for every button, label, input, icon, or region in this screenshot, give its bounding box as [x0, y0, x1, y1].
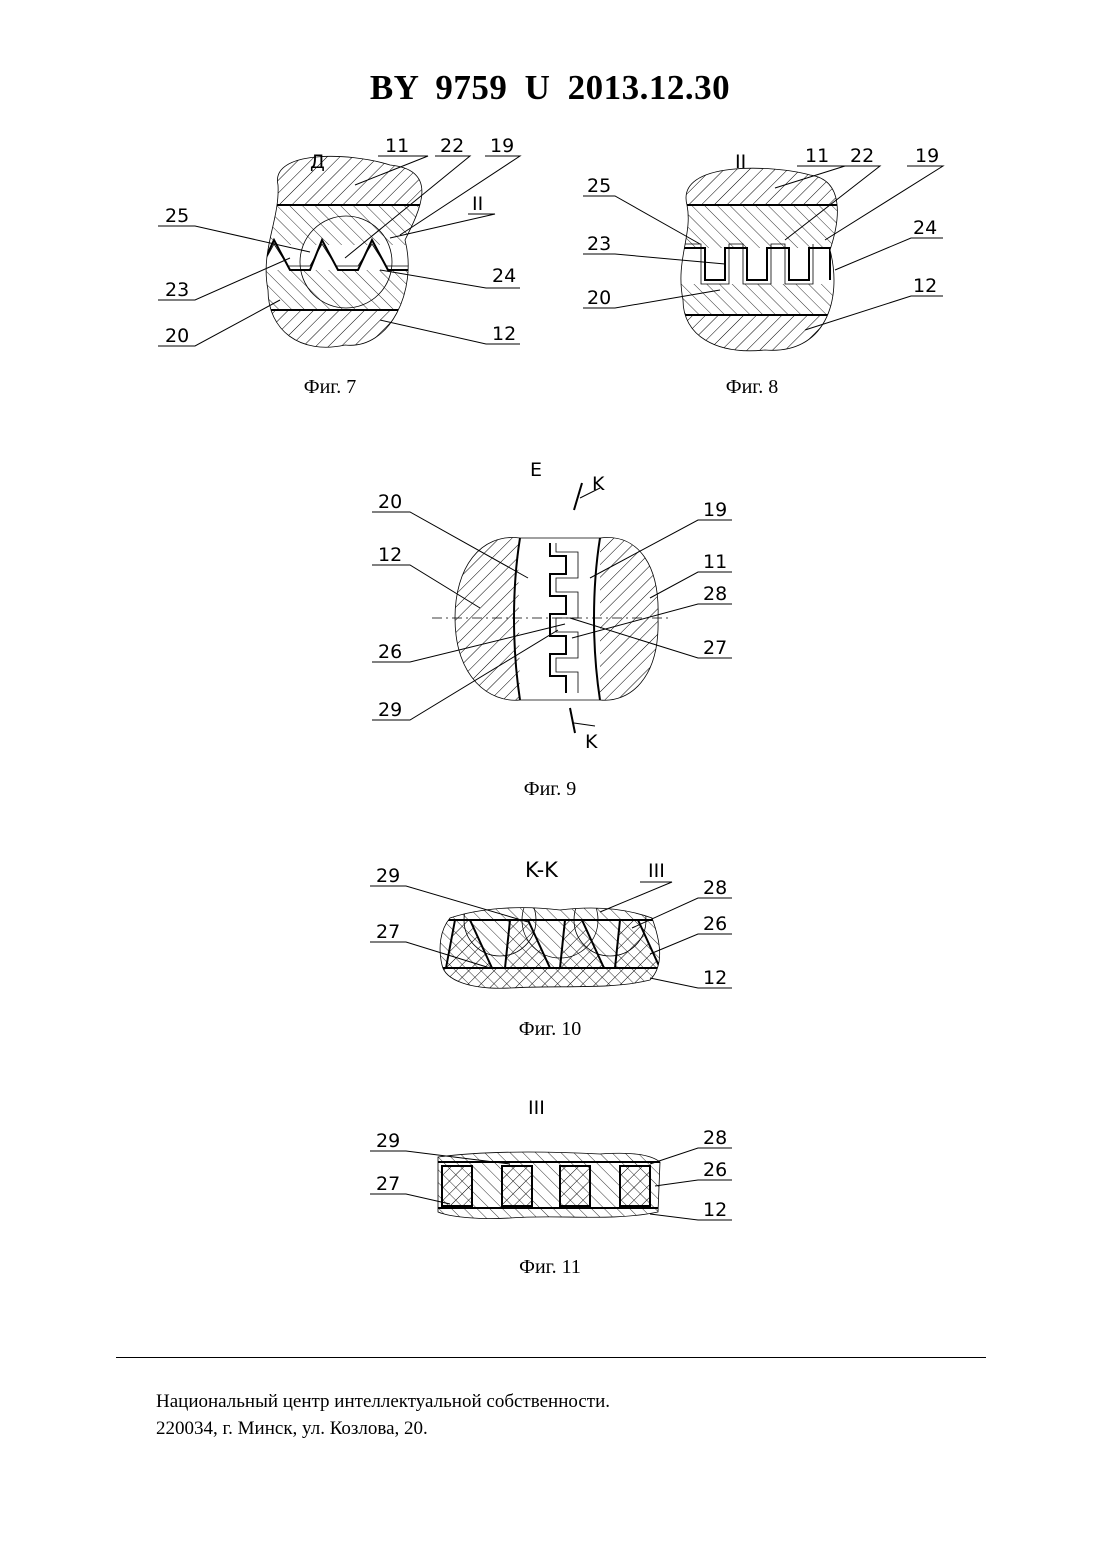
fig11-label-26: 26 — [703, 1159, 727, 1181]
fig7-view-label: Д — [310, 151, 325, 173]
footer-organization: Национальный центр интеллектуальной собс… — [156, 1388, 610, 1415]
fig7-label-22: 22 — [440, 135, 464, 157]
fig9-label-26: 26 — [378, 641, 402, 663]
fig7-label-12: 12 — [492, 323, 516, 345]
footer-address: 220034, г. Минск, ул. Козлова, 20. — [156, 1415, 610, 1442]
fig11-label-28: 28 — [703, 1127, 727, 1149]
fig10-label-26: 26 — [703, 913, 727, 935]
figure-10-caption: Фиг. 10 — [490, 1018, 610, 1041]
figure-11-caption: Фиг. 11 — [490, 1256, 610, 1279]
fig8-label-19: 19 — [915, 145, 939, 167]
fig7-label-19: 19 — [490, 135, 514, 157]
fig7-label-24: 24 — [492, 265, 516, 287]
fig11-label-29: 29 — [376, 1130, 400, 1152]
fig7-label-23: 23 — [165, 279, 189, 301]
fig9-view-label: E — [530, 459, 542, 481]
fig11-label-27: 27 — [376, 1173, 400, 1195]
figure-11-drawing: III 29 27 28 26 12 — [360, 1092, 760, 1232]
fig9-section-mark-bottom: K — [585, 731, 598, 753]
fig10-view-label: K-K — [525, 858, 559, 882]
fig9-section-mark-top: K — [592, 473, 605, 495]
fig9-label-11: 11 — [703, 551, 727, 573]
fig9-label-19: 19 — [703, 499, 727, 521]
fig7-label-20: 20 — [165, 325, 189, 347]
fig8-view-label: II — [735, 151, 746, 173]
footer: Национальный центр интеллектуальной собс… — [156, 1388, 610, 1442]
fig7-label-11: 11 — [385, 135, 409, 157]
figure-9-drawing: E K K 20 12 26 29 19 11 28 27 — [360, 448, 760, 758]
fig8-label-22: 22 — [850, 145, 874, 167]
fig8-label-25: 25 — [587, 175, 611, 197]
figure-10-drawing: K-K III 29 27 28 26 12 — [360, 850, 760, 1000]
fig9-label-28: 28 — [703, 583, 727, 605]
figure-7-drawing: Д 11 22 19 II 25 23 20 24 12 — [150, 130, 550, 360]
fig11-view-label: III — [528, 1097, 545, 1119]
fig10-label-29: 29 — [376, 865, 400, 887]
figure-7-caption: Фиг. 7 — [270, 376, 390, 399]
fig7-detail-label: II — [472, 193, 483, 215]
document-header: BY 9759 U 2013.12.30 — [0, 68, 1100, 108]
fig10-label-28: 28 — [703, 877, 727, 899]
figure-8-caption: Фиг. 8 — [692, 376, 812, 399]
fig8-label-23: 23 — [587, 233, 611, 255]
fig8-label-20: 20 — [587, 287, 611, 309]
fig8-label-24: 24 — [913, 217, 937, 239]
fig10-label-27: 27 — [376, 921, 400, 943]
fig8-label-11: 11 — [805, 145, 829, 167]
fig11-label-12: 12 — [703, 1199, 727, 1221]
fig9-label-29: 29 — [378, 699, 402, 721]
fig7-label-25: 25 — [165, 205, 189, 227]
figure-8-drawing: II 11 22 19 25 23 20 24 12 — [575, 140, 955, 360]
fig9-label-12: 12 — [378, 544, 402, 566]
fig9-label-20: 20 — [378, 491, 402, 513]
fig9-label-27: 27 — [703, 637, 727, 659]
fig10-label-12: 12 — [703, 967, 727, 989]
fig8-label-12: 12 — [913, 275, 937, 297]
figure-9-caption: Фиг. 9 — [490, 778, 610, 801]
footer-divider — [116, 1357, 986, 1358]
fig10-detail-label: III — [648, 860, 665, 882]
